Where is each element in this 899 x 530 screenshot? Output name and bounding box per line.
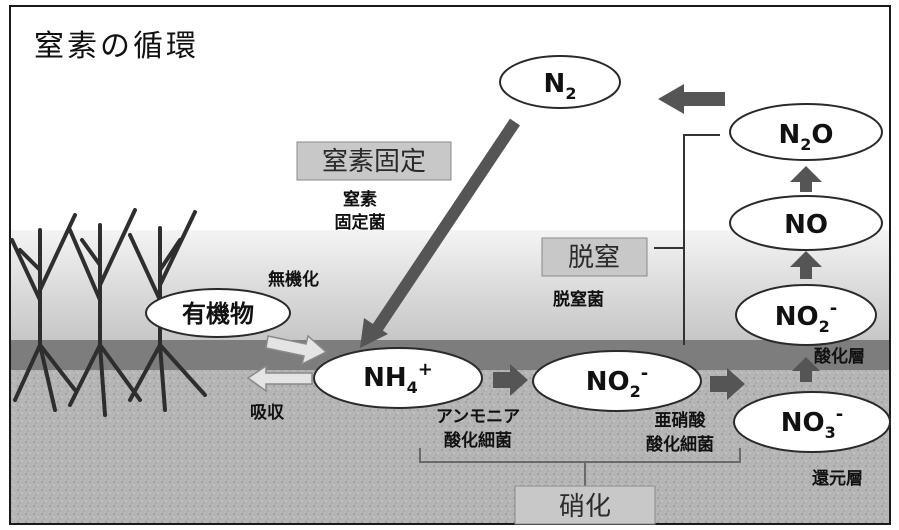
- nitrification-bracket: [419, 448, 741, 488]
- fixation-label: 窒素固定: [322, 147, 426, 177]
- svg-text:NH4+: NH4+: [363, 359, 433, 397]
- svg-text:NO: NO: [784, 210, 828, 240]
- molecule-no3: NO3-: [733, 391, 891, 453]
- absorption-label: 吸収: [250, 403, 285, 423]
- mineralization-arrow: [265, 334, 328, 366]
- molecule-no2-middle: NO2-: [532, 350, 702, 412]
- fixation-arrow: [367, 118, 520, 340]
- absorption-arrow: [246, 364, 313, 393]
- svg-text:NO3-: NO3-: [781, 404, 844, 442]
- arrows: [246, 84, 822, 488]
- fixation-arrow-head: [360, 318, 388, 348]
- denitrification-label: 脱窒: [568, 243, 620, 273]
- fixing-bacteria-line2: 固定菌: [335, 212, 386, 233]
- fixation-box: [296, 141, 452, 181]
- denitrifying-bacteria-label: 脱窒菌: [553, 289, 604, 310]
- svg-text:有機物: 有機物: [182, 300, 254, 328]
- svg-text:NO2-: NO2-: [775, 298, 838, 336]
- molecule-no: NO: [729, 195, 883, 251]
- denitrification-bracket: [654, 134, 720, 345]
- molecule-n2: N2: [499, 55, 621, 109]
- fixing-bacteria-line1: 窒素: [343, 189, 377, 210]
- to-n2-arrow-head: [658, 84, 684, 114]
- ammonia-bacteria-line2: 酸化細菌: [444, 430, 512, 451]
- arrow-nh4-to-no2: [493, 364, 528, 396]
- to-n2-arrow: [680, 92, 725, 106]
- ammonia-bacteria-line1: アンモニア: [436, 407, 520, 427]
- up-arrow-no-to-n2o: [790, 166, 822, 192]
- nitrite-bacteria-line2: 酸化細菌: [646, 434, 714, 455]
- molecule-organic-matter: 有機物: [145, 288, 291, 338]
- denitrification-box: [541, 237, 648, 277]
- svg-text:NO2-: NO2-: [586, 363, 649, 401]
- reduced-layer-label: 還元層: [812, 469, 863, 489]
- svg-text:N2O: N2O: [778, 120, 833, 154]
- molecule-n2o: N2O: [729, 103, 883, 161]
- up-arrow-no2-to-no: [790, 251, 822, 279]
- nitrite-bacteria-line1: 亜硝酸: [655, 410, 707, 431]
- nitrification-label: 硝化: [559, 492, 611, 522]
- molecule-no2-upper: NO2-: [735, 284, 877, 346]
- svg-text:N2: N2: [544, 69, 577, 103]
- plant-illustration: [10, 208, 207, 417]
- nitrification-box: [514, 485, 656, 525]
- molecule-nh4: NH4+: [313, 347, 483, 409]
- mineralization-label: 無機化: [268, 269, 319, 290]
- diagram-title: 窒素の循環: [34, 29, 199, 64]
- arrow-no2-to-no3: [710, 368, 745, 400]
- up-arrow-no3-to-no2: [792, 357, 820, 382]
- oxidized-layer-label: 酸化層: [814, 346, 865, 367]
